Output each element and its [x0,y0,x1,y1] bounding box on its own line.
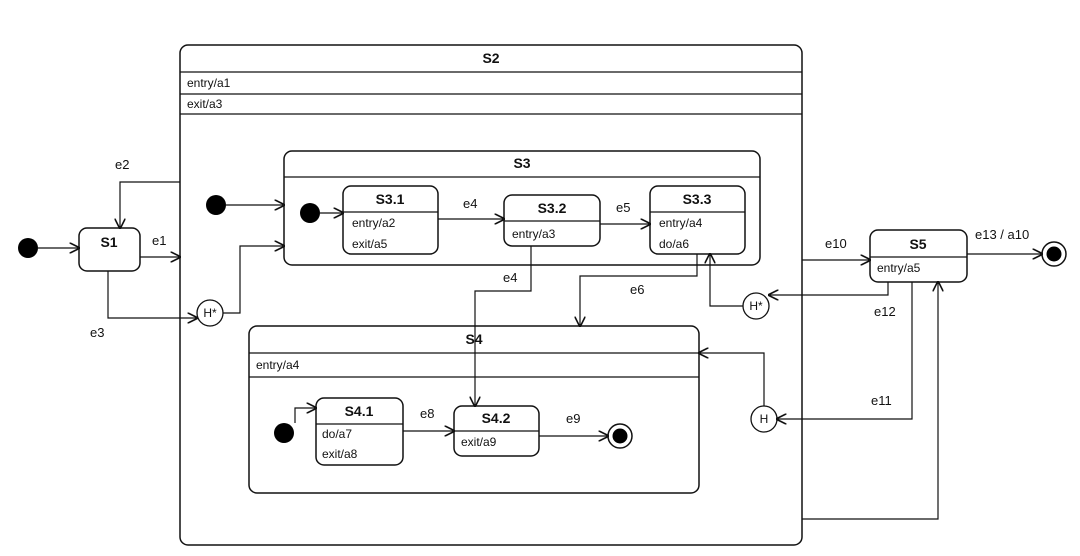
label-e1: e1 [152,233,166,248]
state-s3-2: S3.2 entry/a3 [503,194,601,247]
state-s3-1-name: S3.1 [376,191,405,207]
deep-history-s3-3-label: H* [749,299,763,313]
label-e8: e8 [420,406,434,421]
final-state-s4 [607,423,633,449]
transition-history-s3 [223,246,284,314]
state-s5-name: S5 [909,236,926,252]
state-s1-name: S1 [100,234,117,250]
transition-s2-s5 [802,282,938,520]
state-s4-2: S4.2 exit/a9 [453,405,540,457]
initial-state-s4 [274,423,294,443]
label-e12: e12 [874,304,896,319]
transition-e4-out [475,246,532,406]
state-s4-1-action: exit/a8 [322,447,358,461]
label-e13: e13 / a10 [975,227,1029,242]
initial-state-s2 [206,195,226,215]
transition-e6 [580,254,698,326]
transition-e12 [769,282,889,295]
state-s1: S1 [78,227,141,272]
label-e11: e11 [871,393,892,408]
state-s2-action: entry/a1 [187,76,231,90]
shallow-history-s4: H [750,405,778,433]
state-s4-2-name: S4.2 [482,410,511,426]
label-e2: e2 [115,157,129,172]
label-e5: e5 [616,200,630,215]
initial-state-top [18,238,38,258]
shallow-history-s4-label: H [760,412,769,426]
state-s4-action: entry/a4 [256,358,300,372]
state-s4-name: S4 [465,331,482,347]
state-s5-action: entry/a5 [877,261,921,275]
state-s3-3-name: S3.3 [683,191,712,207]
final-state-top [1041,241,1067,267]
state-s3-1-action: entry/a2 [352,216,396,230]
transition-history-s3-3 [710,254,743,307]
label-e10: e10 [825,236,847,251]
label-e4-out: e4 [503,270,517,285]
transition-init-s4-1 [294,408,316,423]
deep-history-s3-label: H* [203,306,217,320]
state-s4-1-name: S4.1 [345,403,374,419]
state-s2-action: exit/a3 [187,97,223,111]
state-s3-name: S3 [513,155,530,171]
deep-history-s3-3: H* [742,292,770,320]
state-s3-1: S3.1 entry/a2 exit/a5 [342,185,439,255]
transition-e2 [120,181,180,228]
state-s3-3: S3.3 entry/a4 do/a6 [649,185,746,255]
state-s5: S5 entry/a5 [869,229,968,283]
label-e4-inner: e4 [463,196,477,211]
state-s3-2-name: S3.2 [538,200,567,216]
transition-e3 [107,271,197,318]
deep-history-s3: H* [196,299,224,327]
state-s2-name: S2 [482,50,499,66]
label-e9: e9 [566,411,580,426]
state-s4-2-action: exit/a9 [461,435,497,449]
label-e6: e6 [630,282,644,297]
transition-history-s4 [699,353,765,406]
state-s3-3-action: entry/a4 [659,216,703,230]
state-s4-1: S4.1 do/a7 exit/a8 [315,397,404,466]
state-s3-1-action: exit/a5 [352,237,388,251]
state-s3-3-action: do/a6 [659,237,689,251]
label-e3: e3 [90,325,104,340]
state-s4-1-action: do/a7 [322,427,352,441]
state-s3-2-action: entry/a3 [512,227,556,241]
initial-state-s3 [300,203,320,223]
transition-e11 [777,282,913,419]
